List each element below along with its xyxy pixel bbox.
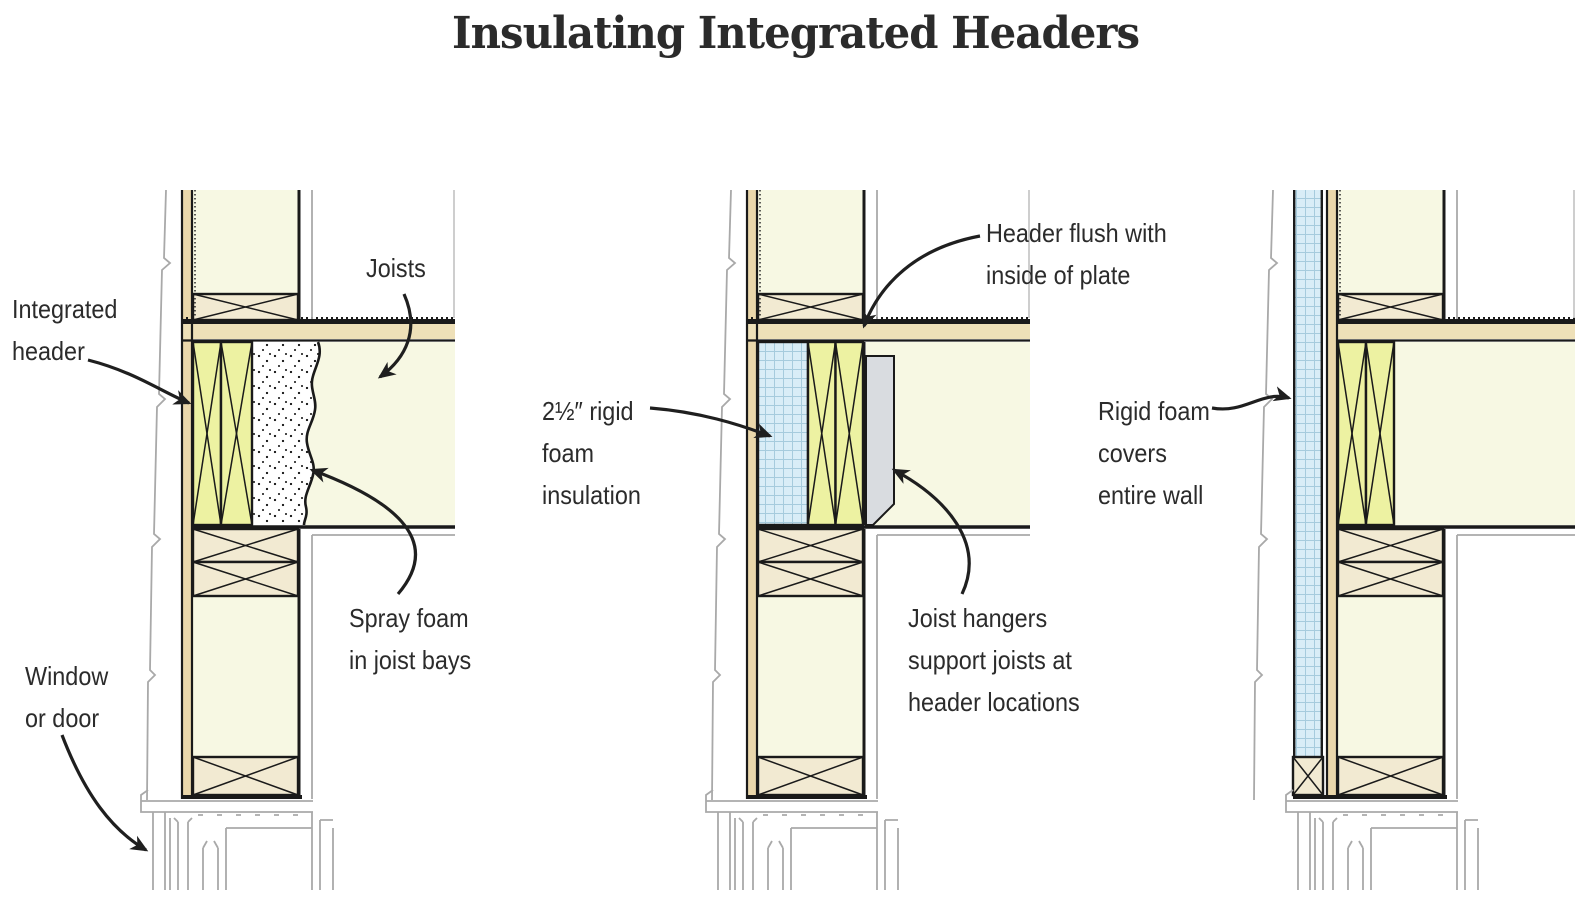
right-panel-drawing [1253,189,1575,891]
integrated-header-block [806,340,865,527]
double-plate-blocks [191,527,300,598]
joists-arrow [377,293,413,379]
label-window-or-door: Window or door [25,661,109,733]
joist-hanger [865,355,895,526]
exterior-rigid-foam [1292,190,1324,757]
subfloor-band [746,317,1030,342]
integrated-header-arrow [87,358,192,405]
top-plate-block [191,292,300,322]
double-plate-blocks [756,527,865,598]
window-or-door-arrow [60,734,149,852]
bottom-plate-block [191,755,300,797]
wall-sheathing [181,190,193,799]
rigid-foam-covers-arrow [1211,386,1292,411]
top-plate-block [1336,292,1445,322]
integrated-header-block [191,340,254,527]
label-header-flush: Header flush with inside of plate [986,218,1167,290]
subfloor-band [181,317,455,342]
top-plate-block [756,292,865,322]
bottom-plate-block [756,755,865,797]
middle-panel-drawing [705,189,1030,891]
label-integrated-header: Integrated header [12,294,118,366]
label-rigid-foam-insulation: 2½″ rigid foam insulation [542,396,641,510]
joist-hangers-arrow [891,468,971,595]
spray-foam-arrow [309,467,418,596]
spray-foam [252,341,322,526]
left-panel-drawing [140,189,455,891]
rigid-foam-insulation-arrow [649,406,773,438]
joist-bay [1394,342,1575,525]
label-rigid-foam-covers: Rigid foam covers entire wall [1098,396,1210,510]
bottom-plate-block [1336,755,1445,797]
label-spray-foam: Spray foam in joist bays [349,603,472,675]
header-flush-arrow [862,234,981,329]
wall-sheathing [1326,190,1338,799]
integrated-header-block [1336,340,1396,527]
foam-buck-block [1291,755,1325,797]
double-plate-blocks [1336,527,1445,598]
subfloor-band [1338,317,1575,342]
label-joist-hangers: Joist hangers support joists at header l… [908,603,1080,717]
wall-sheathing [746,190,758,799]
annotation-arrows [60,234,1292,852]
page-title: Insulating Integrated Headers [451,8,1140,59]
label-joists: Joists [366,253,426,283]
